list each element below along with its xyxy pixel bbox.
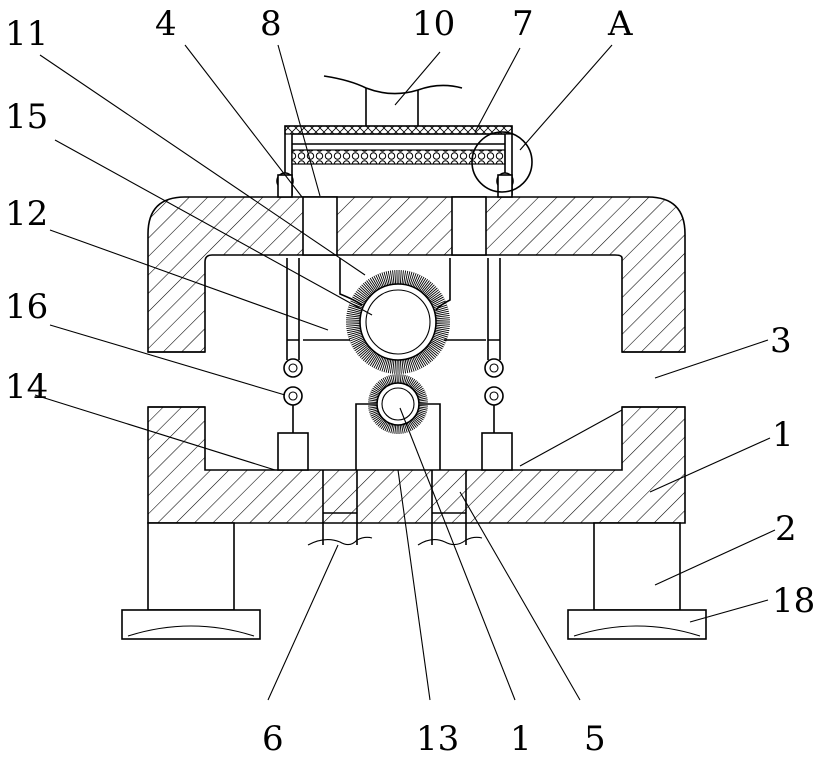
roller-left-upper — [284, 359, 302, 377]
top-channel-right — [452, 197, 486, 255]
lower-roller-core — [377, 383, 419, 425]
label-6: 6 — [262, 719, 284, 759]
upper-roller-core — [360, 284, 436, 360]
label-12: 12 — [5, 194, 48, 234]
label-8: 8 — [260, 4, 282, 44]
top-channel-left — [303, 197, 337, 255]
side-opening-left — [148, 352, 205, 407]
label-2: 2 — [775, 509, 797, 549]
label-14: 14 — [5, 367, 48, 407]
label-1-bottom: 1 — [510, 719, 532, 759]
label-11: 11 — [5, 14, 48, 54]
roller-left-lower — [284, 387, 302, 405]
foot-right — [568, 610, 706, 639]
label-13: 13 — [416, 719, 459, 759]
foot-left — [122, 610, 260, 639]
label-7: 7 — [512, 4, 534, 44]
label-18: 18 — [772, 581, 815, 621]
label-4: 4 — [155, 4, 177, 44]
handle-grip — [324, 76, 462, 126]
housing-frame — [148, 197, 685, 523]
roller-right-upper — [485, 359, 503, 377]
leg-right — [594, 523, 680, 610]
slider-block-right — [482, 433, 512, 470]
label-15: 15 — [5, 97, 48, 137]
leg-left — [148, 523, 234, 610]
label-1-right: 1 — [772, 415, 794, 455]
side-opening-right — [622, 352, 685, 407]
label-A: A — [607, 4, 633, 44]
label-16: 16 — [5, 287, 48, 327]
slider-block-left — [278, 433, 308, 470]
label-5: 5 — [584, 719, 606, 759]
label-10: 10 — [412, 4, 455, 44]
roller-right-lower — [485, 387, 503, 405]
rail-right — [488, 258, 500, 360]
label-3: 3 — [770, 321, 792, 361]
